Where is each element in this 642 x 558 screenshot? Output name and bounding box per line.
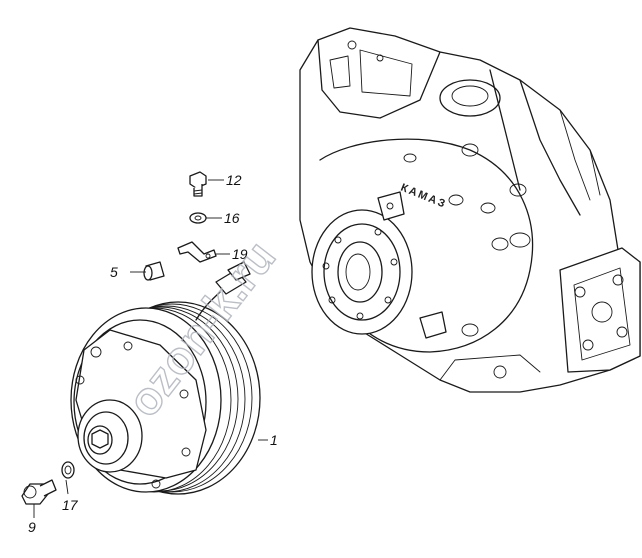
- callout-1: 1: [270, 432, 278, 448]
- callout-9: 9: [28, 519, 36, 535]
- washer-16: [189, 212, 207, 224]
- bolt-9: [21, 479, 57, 505]
- callout-17: 17: [62, 497, 79, 513]
- bushing-5: [143, 261, 165, 281]
- flywheel-housing: КАМАЗ: [299, 27, 641, 393]
- callout-labels: 12 16 19 5 1 17 9: [28, 172, 278, 535]
- leader-lines: [33, 179, 268, 518]
- callout-16: 16: [224, 210, 240, 226]
- callout-5: 5: [110, 264, 118, 280]
- callout-12: 12: [226, 172, 242, 188]
- washer-17: [61, 461, 75, 479]
- fan-clutch-assembly: [70, 261, 261, 495]
- bolt-12: [189, 171, 207, 197]
- callout-19: 19: [232, 246, 248, 262]
- flywheel-hub: [311, 191, 447, 339]
- clamp-19: [177, 241, 217, 263]
